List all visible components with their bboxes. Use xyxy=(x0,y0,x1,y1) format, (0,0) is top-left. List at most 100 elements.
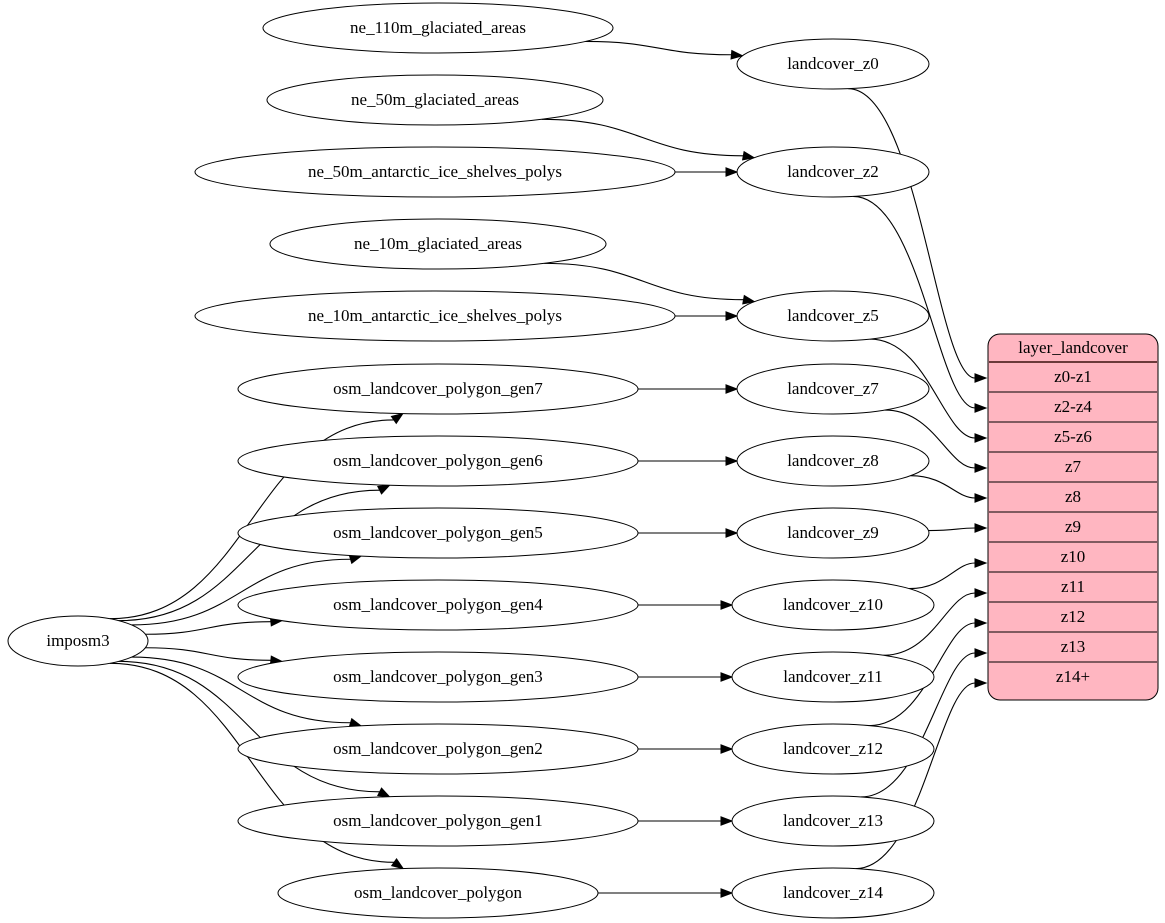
node-shape-landcover_z7[interactable] xyxy=(736,363,930,415)
node-shape-landcover_z5[interactable] xyxy=(736,290,930,342)
input-node-ne_10m_antarctic_ice_shelves_polys[interactable]: ne_10m_antarctic_ice_shelves_polys xyxy=(194,290,676,342)
input-node-osm_landcover_polygon_gen3[interactable]: osm_landcover_polygon_gen3 xyxy=(237,651,639,703)
edge-imposm3-to-osm_landcover_polygon_gen6-arrowhead xyxy=(377,484,391,495)
node-shape-osm_landcover_polygon_gen5[interactable] xyxy=(237,507,639,559)
node-shape-ne_110m_glaciated_areas[interactable] xyxy=(262,2,614,54)
layer-table-row-z5-z6[interactable]: z5-z6 xyxy=(1054,427,1092,446)
edge-landcover_z10-to-z10 xyxy=(909,562,976,590)
node-shape-landcover_z12[interactable] xyxy=(731,723,935,775)
node-shape-ne_50m_antarctic_ice_shelves_polys[interactable] xyxy=(194,146,676,198)
node-shape-landcover_z8[interactable] xyxy=(736,435,930,487)
node-label-landcover_z9: landcover_z9 xyxy=(787,523,879,542)
node-shape-imposm3[interactable] xyxy=(7,615,149,667)
node-shape-landcover_z10[interactable] xyxy=(731,579,935,631)
node-label-imposm3: imposm3 xyxy=(46,631,109,650)
layer-table-row-z9[interactable]: z9 xyxy=(1065,517,1081,536)
node-label-osm_landcover_polygon_gen3: osm_landcover_polygon_gen3 xyxy=(333,667,543,686)
layer-table-row-z11[interactable]: z11 xyxy=(1061,577,1085,596)
edge-landcover_z13-to-z13 xyxy=(860,652,976,798)
layer-table-row-z7[interactable]: z7 xyxy=(1065,457,1082,476)
edge-landcover_z14-to-z14+-arrowhead xyxy=(974,678,988,688)
layer-node-landcover_z11[interactable]: landcover_z11 xyxy=(731,651,935,703)
input-node-ne_10m_glaciated_areas[interactable]: ne_10m_glaciated_areas xyxy=(269,218,607,270)
layer-table-row-z8[interactable]: z8 xyxy=(1065,487,1081,506)
edge-imposm3-to-osm_landcover_polygon_gen7-arrowhead xyxy=(390,412,404,425)
node-shape-osm_landcover_polygon[interactable] xyxy=(277,867,599,919)
edge-ne_10m_antarctic_ice_shelves_polys-to-landcover_z5-arrowhead xyxy=(725,311,739,321)
input-node-osm_landcover_polygon[interactable]: osm_landcover_polygon xyxy=(277,867,599,919)
node-label-osm_landcover_polygon_gen1: osm_landcover_polygon_gen1 xyxy=(333,811,543,830)
edge-landcover_z9-to-z9 xyxy=(928,527,976,532)
input-node-osm_landcover_polygon_gen1[interactable]: osm_landcover_polygon_gen1 xyxy=(237,795,639,847)
node-shape-osm_landcover_polygon_gen6[interactable] xyxy=(237,435,639,487)
node-shape-osm_landcover_polygon_gen2[interactable] xyxy=(237,723,639,775)
layer-node-landcover_z5[interactable]: landcover_z5 xyxy=(736,290,930,342)
layer-node-landcover_z0[interactable]: landcover_z0 xyxy=(736,38,930,90)
layer-table-row-z10[interactable]: z10 xyxy=(1061,547,1086,566)
node-label-landcover_z8: landcover_z8 xyxy=(787,451,879,470)
node-shape-landcover_z2[interactable] xyxy=(736,146,930,198)
layer-node-landcover_z12[interactable]: landcover_z12 xyxy=(731,723,935,775)
node-shape-ne_10m_glaciated_areas[interactable] xyxy=(269,218,607,270)
input-node-osm_landcover_polygon_gen4[interactable]: osm_landcover_polygon_gen4 xyxy=(237,579,639,631)
edge-imposm3-to-osm_landcover_polygon_gen5 xyxy=(131,558,351,626)
node-label-osm_landcover_polygon_gen7: osm_landcover_polygon_gen7 xyxy=(333,379,543,398)
node-shape-ne_50m_glaciated_areas[interactable] xyxy=(266,74,604,126)
input-node-osm_landcover_polygon_gen5[interactable]: osm_landcover_polygon_gen5 xyxy=(237,507,639,559)
node-label-osm_landcover_polygon_gen4: osm_landcover_polygon_gen4 xyxy=(333,595,543,614)
edge-landcover_z12-to-z12-arrowhead xyxy=(974,618,988,628)
edge-imposm3-to-osm_landcover_polygon_gen6 xyxy=(118,489,380,622)
node-shape-osm_landcover_polygon_gen7[interactable] xyxy=(237,363,639,415)
edge-imposm3-to-osm_landcover_polygon_gen4 xyxy=(145,621,271,635)
edge-landcover_z7-to-z7 xyxy=(884,409,976,469)
edge-imposm3-to-osm_landcover_polygon_gen7 xyxy=(109,419,394,620)
layer-node-landcover_z10[interactable]: landcover_z10 xyxy=(731,579,935,631)
node-shape-osm_landcover_polygon_gen3[interactable] xyxy=(237,651,639,703)
layer-table-background[interactable] xyxy=(987,333,1159,701)
node-shape-landcover_z11[interactable] xyxy=(731,651,935,703)
node-label-landcover_z10: landcover_z10 xyxy=(783,595,883,614)
layer-table-row-z2-z4[interactable]: z2-z4 xyxy=(1054,397,1092,416)
edge-ne_50m_antarctic_ice_shelves_polys-to-landcover_z2-arrowhead xyxy=(725,167,739,177)
layer-table-row-z14+[interactable]: z14+ xyxy=(1056,667,1090,686)
node-shape-landcover_z14[interactable] xyxy=(731,867,935,919)
edge-ne_50m_glaciated_areas-to-landcover_z2-arrowhead xyxy=(741,150,756,161)
layer-node-landcover_z7[interactable]: landcover_z7 xyxy=(736,363,930,415)
edge-landcover_z0-to-z0-z1-arrowhead xyxy=(974,373,988,383)
edge-osm_landcover_polygon_gen3-to-landcover_z11-arrowhead xyxy=(720,672,734,682)
input-node-ne_50m_glaciated_areas[interactable]: ne_50m_glaciated_areas xyxy=(266,74,604,126)
node-shape-osm_landcover_polygon_gen4[interactable] xyxy=(237,579,639,631)
layer-node-landcover_z2[interactable]: landcover_z2 xyxy=(736,146,930,198)
layer-node-landcover_z9[interactable]: landcover_z9 xyxy=(736,507,930,559)
node-label-landcover_z2: landcover_z2 xyxy=(787,162,879,181)
layer-node-landcover_z8[interactable]: landcover_z8 xyxy=(736,435,930,487)
input-node-osm_landcover_polygon_gen2[interactable]: osm_landcover_polygon_gen2 xyxy=(237,723,639,775)
edge-landcover_z2-to-z2-z4-arrowhead xyxy=(974,403,988,413)
node-label-landcover_z12: landcover_z12 xyxy=(783,739,883,758)
input-node-ne_110m_glaciated_areas[interactable]: ne_110m_glaciated_areas xyxy=(262,2,614,54)
layer-table-row-z0-z1[interactable]: z0-z1 xyxy=(1054,367,1092,386)
input-node-ne_50m_antarctic_ice_shelves_polys[interactable]: ne_50m_antarctic_ice_shelves_polys xyxy=(194,146,676,198)
layer-table-row-z12[interactable]: z12 xyxy=(1061,607,1086,626)
layer-table-row-z13[interactable]: z13 xyxy=(1061,637,1086,656)
node-label-osm_landcover_polygon_gen5: osm_landcover_polygon_gen5 xyxy=(333,523,543,542)
edge-imposm3-to-osm_landcover_polygon-arrowhead xyxy=(390,857,405,870)
node-shape-landcover_z13[interactable] xyxy=(731,795,935,847)
input-node-osm_landcover_polygon_gen6[interactable]: osm_landcover_polygon_gen6 xyxy=(237,435,639,487)
layer-node-landcover_z13[interactable]: landcover_z13 xyxy=(731,795,935,847)
source-node-imposm3[interactable]: imposm3 xyxy=(7,615,149,667)
node-label-ne_50m_glaciated_areas: ne_50m_glaciated_areas xyxy=(351,90,519,109)
edge-ne_10m_glaciated_areas-to-landcover_z5 xyxy=(544,262,744,301)
layer-node-landcover_z14[interactable]: landcover_z14 xyxy=(731,867,935,919)
edge-landcover_z8-to-z8 xyxy=(910,475,976,499)
node-shape-osm_landcover_polygon_gen1[interactable] xyxy=(237,795,639,847)
node-shape-ne_10m_antarctic_ice_shelves_polys[interactable] xyxy=(194,290,676,342)
edge-osm_landcover_polygon_gen5-to-landcover_z9-arrowhead xyxy=(725,528,739,538)
edge-imposm3-to-osm_landcover_polygon xyxy=(109,662,395,863)
node-shape-landcover_z9[interactable] xyxy=(736,507,930,559)
node-shape-landcover_z0[interactable] xyxy=(736,38,930,90)
input-node-osm_landcover_polygon_gen7[interactable]: osm_landcover_polygon_gen7 xyxy=(237,363,639,415)
node-label-landcover_z5: landcover_z5 xyxy=(787,306,879,325)
